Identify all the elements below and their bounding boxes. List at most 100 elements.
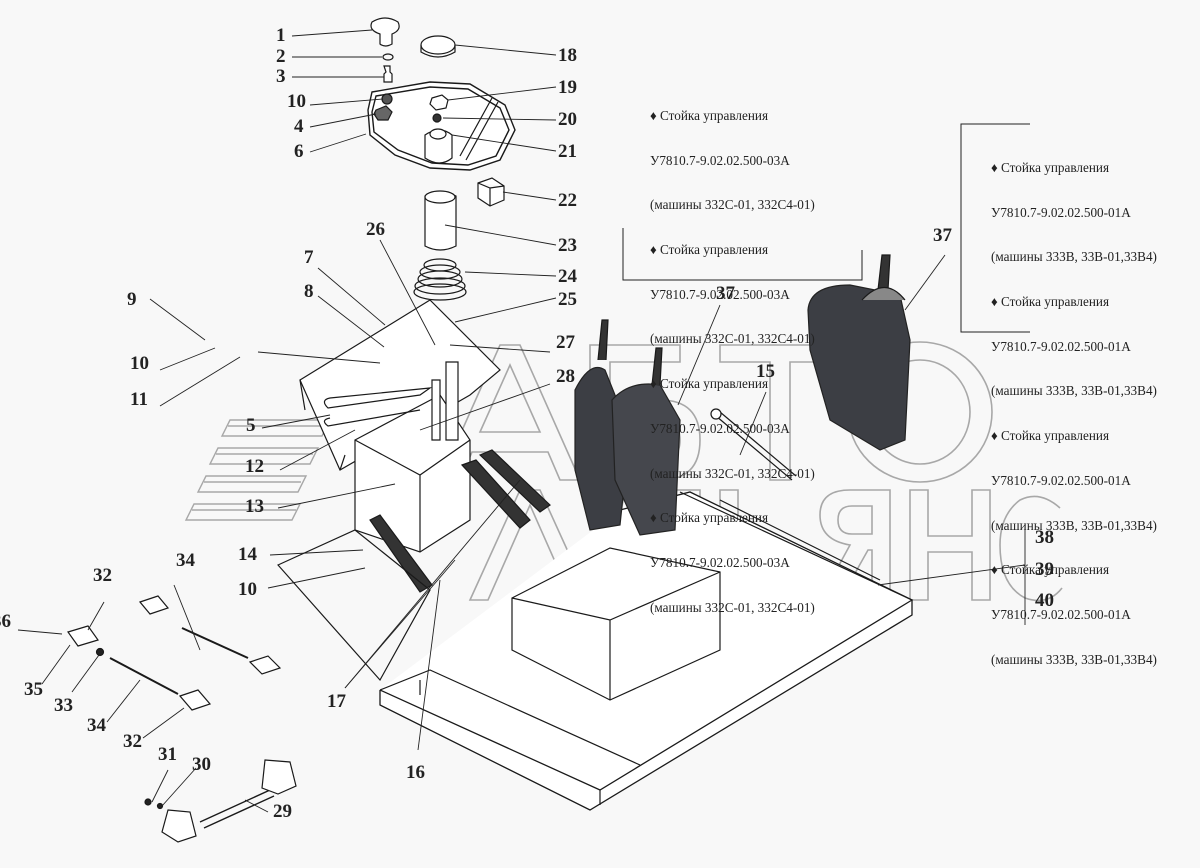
note-machines: (машины 333В, 33В-01,33В4) xyxy=(991,249,1157,265)
note-title: ♦ Стойка управления xyxy=(650,241,769,257)
callout-2: 2 xyxy=(276,46,286,67)
callout-14: 14 xyxy=(238,544,257,565)
callout-31: 31 xyxy=(158,744,177,765)
note-code: У7810.7-9.02.02.500-03А xyxy=(650,152,790,168)
callout-38: 38 xyxy=(1035,527,1054,548)
note-code: У7810.7-9.02.02.500-03А xyxy=(650,420,790,436)
rod-part-34a xyxy=(181,627,249,659)
note-machines: (машины 332С-01, 332С4-01) xyxy=(650,331,815,347)
nut-part-33 xyxy=(95,647,105,657)
part-drawings xyxy=(67,17,914,843)
note-machines: (машины 333В, 33В-01,33В4) xyxy=(991,651,1157,667)
nut-part-10 xyxy=(381,93,393,105)
callout-39: 39 xyxy=(1035,559,1054,580)
callout-34a: 34 xyxy=(176,550,195,571)
callout-13: 13 xyxy=(245,496,264,517)
note-machines: (машины 332С-01, 332С4-01) xyxy=(650,465,815,481)
callout-32b: 32 xyxy=(123,731,142,752)
callout-35: 35 xyxy=(24,679,43,700)
note-title: ♦ Стойка управления xyxy=(650,107,769,123)
callout-23: 23 xyxy=(558,235,577,256)
clevis-part-32c xyxy=(248,655,282,675)
callout-24: 24 xyxy=(558,266,577,287)
nut-part-19 xyxy=(429,94,449,111)
column-part-27 xyxy=(431,361,459,441)
callout-9: 9 xyxy=(127,289,137,310)
callout-10c: 10 xyxy=(238,579,257,600)
note-code: У7810.7-9.02.02.500-01А xyxy=(991,607,1131,622)
lever-part-5 xyxy=(323,387,433,409)
clevis-part-32b xyxy=(178,689,212,711)
rod-part-34b xyxy=(109,657,179,695)
callout-17: 17 xyxy=(327,691,346,712)
callout-5: 5 xyxy=(246,415,256,436)
callout-6: 6 xyxy=(294,141,304,162)
note-machines: (машины 333В, 33В-01,33В4) xyxy=(991,517,1157,533)
note-title: ♦ Стойка управления xyxy=(650,376,769,392)
callout-32a: 32 xyxy=(93,565,112,586)
callout-26: 26 xyxy=(366,219,385,240)
callout-33: 33 xyxy=(54,695,73,716)
square-part-22 xyxy=(477,177,505,207)
note-machines: (машины 333В, 33В-01,33В4) xyxy=(991,383,1157,399)
note-bracket-01a xyxy=(960,123,1030,333)
shaft-part-29 xyxy=(199,789,275,829)
note-bracket-03a xyxy=(622,228,863,281)
bellows-part-24 xyxy=(413,258,467,301)
pedal-right-2 xyxy=(478,449,551,513)
bolt-part-31 xyxy=(144,798,152,806)
callout-16: 16 xyxy=(406,762,425,783)
callout-27: 27 xyxy=(556,332,575,353)
note-title: ♦ Стойка управления xyxy=(991,159,1110,175)
note-title: ♦ Стойка управления xyxy=(650,510,769,526)
callout-29: 29 xyxy=(273,801,292,822)
washer-part-30 xyxy=(156,802,164,810)
callout-37b: 37 xyxy=(933,225,952,246)
callout-20: 20 xyxy=(558,109,577,130)
note-variant-01a: ♦ Стойка управления У7810.7-9.02.02.500-… xyxy=(991,131,1157,683)
pin-part-3 xyxy=(383,65,393,83)
callout-8: 8 xyxy=(304,281,314,302)
note-code: У7810.7-9.02.02.500-03А xyxy=(650,286,790,302)
note-code: У7810.7-9.02.02.500-01А xyxy=(991,338,1131,354)
handle-part-15 xyxy=(715,411,797,481)
callout-10: 10 xyxy=(287,91,306,112)
callout-15: 15 xyxy=(756,361,775,382)
note-title: ♦ Стойка управления xyxy=(991,293,1110,309)
note-code: У7810.7-9.02.02.500-01А xyxy=(991,204,1131,220)
note-code: У7810.7-9.02.02.500-01А xyxy=(991,472,1131,488)
clevis-part-35 xyxy=(67,625,99,647)
callout-12: 12 xyxy=(245,456,264,477)
callout-25: 25 xyxy=(558,289,577,310)
steering-wheel-part-6 xyxy=(367,81,516,171)
knob-part-1 xyxy=(370,17,400,47)
joystick-part-37c xyxy=(807,284,911,451)
callout-1: 1 xyxy=(276,25,286,46)
pedal-right-1 xyxy=(460,459,531,529)
clevis-part-32a xyxy=(138,595,170,615)
callout-37a: 37 xyxy=(716,283,735,304)
callout-18: 18 xyxy=(558,45,577,66)
note-title: ♦ Стойка управления xyxy=(991,428,1110,444)
panel-part-25 xyxy=(299,299,501,471)
watermark-logo xyxy=(184,419,332,521)
note-machines: (машины 332С-01, 332С4-01) xyxy=(650,599,815,615)
callout-34b: 34 xyxy=(87,715,106,736)
callout-4: 4 xyxy=(294,116,304,137)
note-title: ♦ Стойка управления xyxy=(991,562,1110,578)
note-code: У7810.7-9.02.02.500-03А xyxy=(650,555,790,570)
callout-28: 28 xyxy=(556,366,575,387)
callout-3: 3 xyxy=(276,66,286,87)
leader-lines xyxy=(17,29,1026,813)
washer-part-2 xyxy=(382,53,394,61)
callout-7: 7 xyxy=(304,247,314,268)
joystick-part-37b xyxy=(611,383,681,536)
watermark-text-avto xyxy=(438,341,993,483)
callout-11: 11 xyxy=(130,389,148,410)
callout-22: 22 xyxy=(558,190,577,211)
callout-30: 30 xyxy=(192,754,211,775)
callout-36: 36 xyxy=(0,611,11,632)
callout-40: 40 xyxy=(1035,590,1054,611)
